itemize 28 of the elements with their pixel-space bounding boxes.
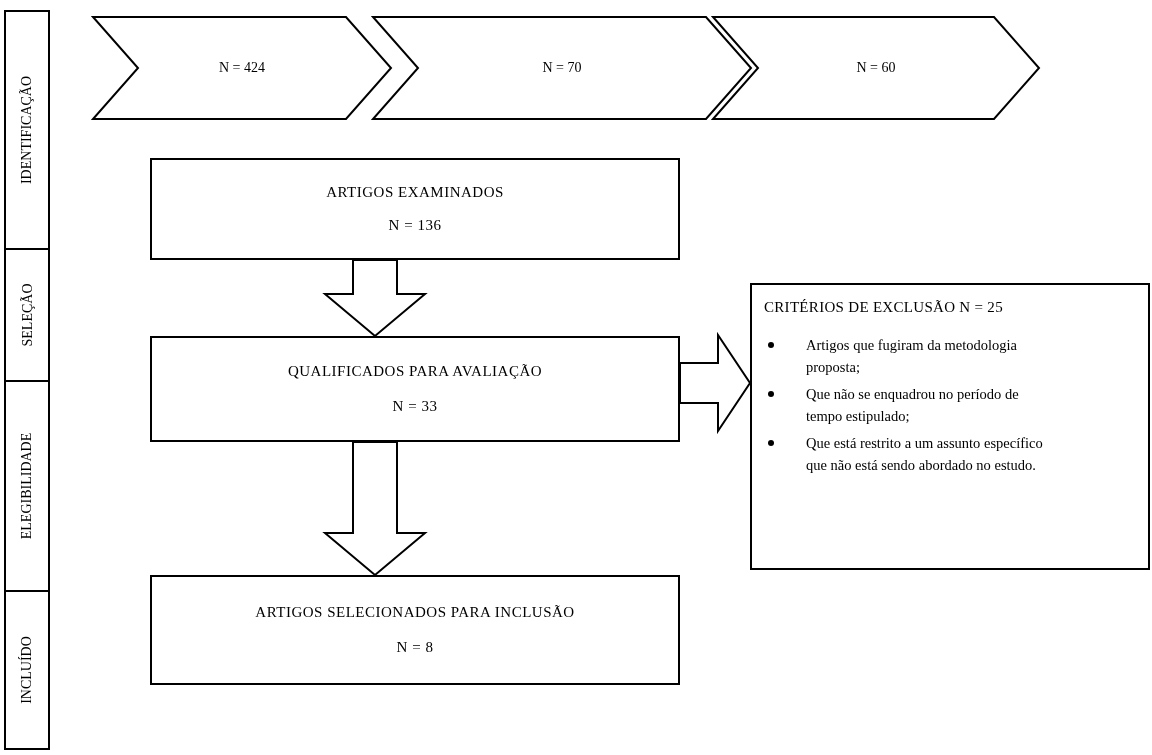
box-title: QUALIFICADOS PARA AVALIAÇÃO <box>287 363 543 381</box>
count-text: N = 424 <box>219 60 265 76</box>
process-box <box>150 158 680 260</box>
count-text: N = 8 <box>396 639 434 657</box>
process-box <box>150 336 680 442</box>
exclusion-box <box>750 283 1150 570</box>
criterion-text: Artigos que fugiram da metodologia proposta; <box>806 337 1017 376</box>
count-text: N = 60 <box>856 60 896 76</box>
criterion-text: Que não se enquadrou no período de tempo estipulado; <box>806 385 1019 425</box>
count-text: N = 70 <box>542 60 582 76</box>
stage-box <box>4 590 50 750</box>
count-text: N = 33 <box>392 397 438 415</box>
box-title: CRITÉRIOS DE EXCLUSÃO N = 25 <box>764 299 1004 316</box>
box-title: ARTIGOS SELECIONADOS PARA INCLUSÃO <box>255 603 575 621</box>
stage-label: IDENTIFICAÇÃO <box>19 75 35 185</box>
block-arrow <box>322 259 428 338</box>
block-arrow <box>322 441 428 577</box>
box-title: ARTIGOS EXAMINADOS <box>326 184 504 201</box>
stage-label: ELEGIBILIDADE <box>19 432 35 540</box>
block-arrow <box>679 331 752 435</box>
process-box <box>150 575 680 685</box>
stage-box <box>4 380 50 592</box>
stage-label: INCLUÍDO <box>19 636 35 704</box>
count-text: N = 136 <box>388 217 442 234</box>
criterion-text: Que está restrito a um assunto específico que não está sendo abordado no estudo. <box>806 434 1043 474</box>
stage-box <box>4 10 50 250</box>
stage-label: SELEÇÃO <box>19 283 35 347</box>
stage-box <box>4 248 50 382</box>
